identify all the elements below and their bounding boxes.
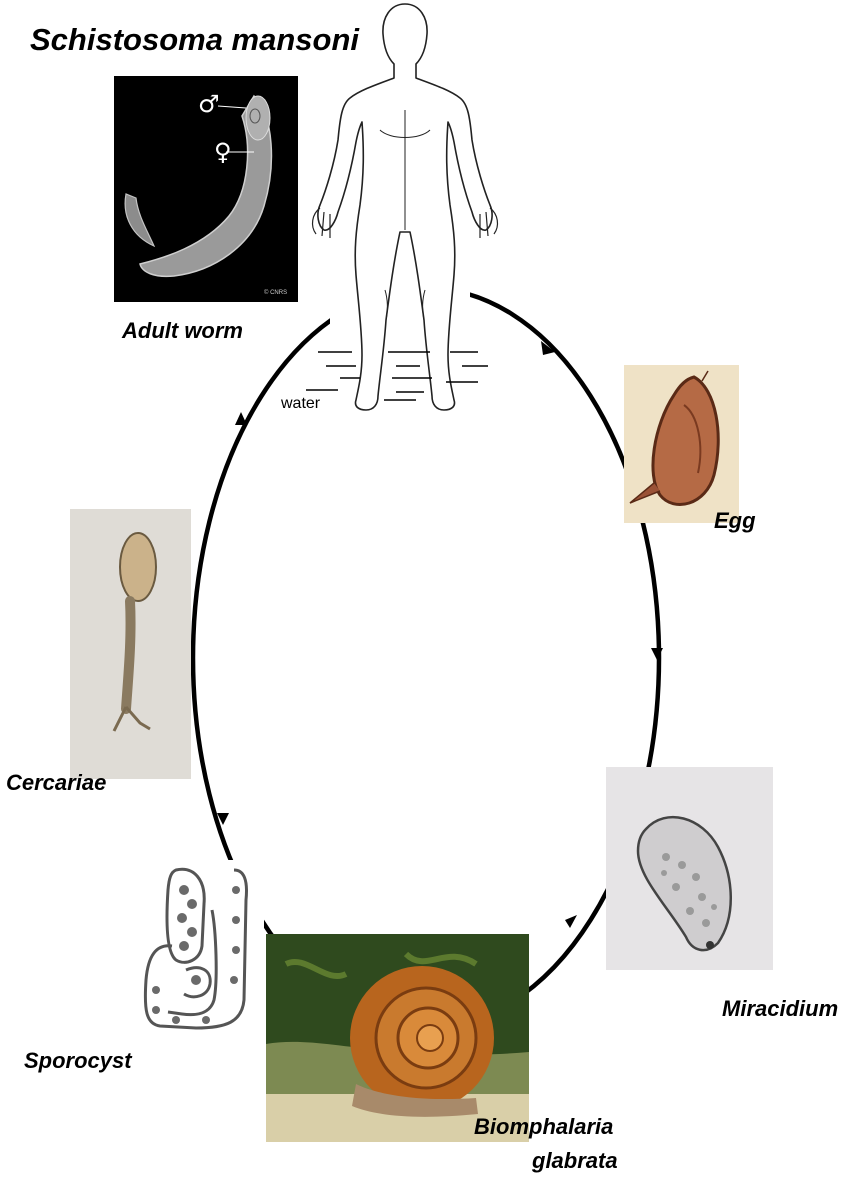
miracidium-image	[606, 767, 773, 970]
diagram-title: Schistosoma mansoni	[30, 22, 359, 58]
male-symbol: ♂	[198, 90, 220, 118]
label-snail-line1: Biomphalaria	[474, 1114, 613, 1140]
label-adult-worm: Adult worm	[122, 318, 243, 344]
label-egg: Egg	[714, 508, 756, 534]
sporocyst-image	[136, 860, 264, 1032]
label-cercariae: Cercariae	[6, 770, 106, 796]
label-sporocyst: Sporocyst	[24, 1048, 132, 1074]
arrow-miracidium-to-snail	[565, 915, 577, 928]
label-snail-line2: glabrata	[532, 1148, 618, 1174]
adult-worm-image: ♂ ♀ © CNRS	[114, 76, 298, 302]
cercariae-image	[70, 509, 191, 779]
egg-image	[624, 365, 739, 523]
label-water: water	[281, 395, 320, 413]
snail-image	[266, 934, 529, 1142]
arrow-to-human	[235, 412, 247, 425]
label-miracidium: Miracidium	[722, 996, 838, 1022]
female-symbol: ♀	[214, 138, 232, 166]
photo-credit: © CNRS	[264, 290, 287, 296]
